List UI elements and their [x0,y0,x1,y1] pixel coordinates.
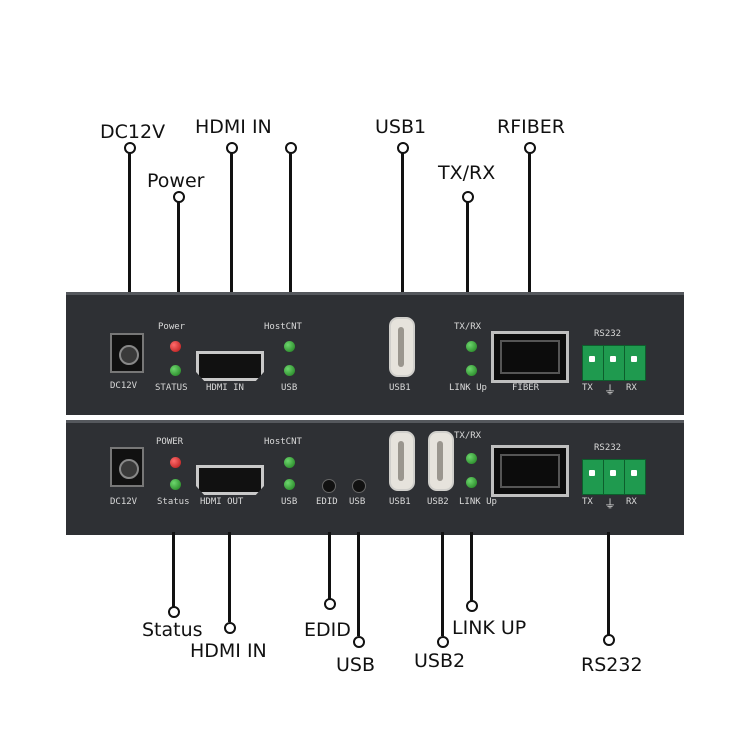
callout-hdmi-in-bottom: HDMI IN [190,640,267,662]
edid-pinhole [322,479,336,493]
callout-dot [324,598,336,610]
callout-usb1: USB1 [375,116,427,138]
label-rx: RX [626,383,637,393]
power-led [170,457,181,468]
usb-led [284,479,295,490]
label-usb: USB [281,497,298,507]
label-usb-small: USB [349,497,366,507]
label-dc12v: DC12V [110,497,138,507]
label-dc12v: DC12V [110,381,138,391]
usb2-port [428,431,454,491]
transmitter-panel: DC12V Power STATUS HDMI IN HostCNT USB U… [66,292,684,415]
callout-line [230,152,233,292]
callout-dot [168,606,180,618]
label-usb2: USB2 [427,497,449,507]
label-link-up: LINK Up [459,497,497,507]
receiver-panel: DC12V POWER Status HDMI OUT HostCNT USB … [66,420,684,535]
callout-dot [466,600,478,612]
ground-icon: ⏚ [604,497,617,511]
callout-status: Status [142,619,203,641]
status-led [170,365,181,376]
callout-line [177,201,180,292]
label-rs232: RS232 [594,443,622,453]
label-usb1: USB1 [389,497,411,507]
label-hostcnt: HostCNT [264,437,302,447]
callout-line [441,532,444,636]
label-hdmi-out: HDMI OUT [200,497,244,507]
callout-line [401,152,404,292]
label-status: STATUS [155,383,188,393]
fiber-sfp-port [491,331,569,383]
label-usb1: USB1 [389,383,411,393]
callout-link-up: LINK UP [452,617,527,639]
callout-line [607,532,610,636]
callout-usb2: USB2 [414,650,466,672]
callout-line [528,152,531,292]
label-usb: USB [281,383,298,393]
label-status: Status [157,497,190,507]
label-power: Power [158,322,186,332]
label-edid: EDID [316,497,338,507]
callout-line [289,152,292,292]
label-link-up: LINK Up [449,383,487,393]
callout-line [172,532,175,608]
callout-line [328,532,331,600]
label-rx: RX [626,497,637,507]
callout-txrx: TX/RX [438,162,496,184]
label-txrx: TX/RX [454,322,482,332]
label-hdmi-in: HDMI IN [206,383,244,393]
callout-dot [224,622,236,634]
callout-usb: USB [336,654,376,676]
ground-icon: ⏚ [604,383,617,397]
txrx-led [466,341,477,352]
link-up-led [466,365,477,376]
label-rs232: RS232 [594,329,622,339]
status-led [170,479,181,490]
power-led [170,341,181,352]
txrx-led [466,453,477,464]
hdmi-out-port [196,465,264,495]
label-tx: TX [582,383,593,393]
callout-line [466,201,469,292]
fiber-sfp-port [491,445,569,497]
callout-hdmi-in-top: HDMI IN [195,116,272,138]
callout-dot [353,636,365,648]
callout-rs232: RS232 [581,654,643,676]
hostcnt-led [284,341,295,352]
dc-power-jack [110,333,144,373]
usb-pinhole [352,479,366,493]
callout-dot [437,636,449,648]
label-power: POWER [156,437,184,447]
dc-power-jack [110,447,144,487]
callout-power: Power [147,170,205,192]
callout-line [470,532,473,602]
hostcnt-led [284,457,295,468]
usb1-port [389,431,415,491]
callout-rfiber: RFIBER [497,116,565,138]
callout-line [228,532,231,622]
callout-line [128,152,131,292]
rs232-terminal-block [582,459,646,495]
hdmi-in-port [196,351,264,381]
label-txrx: TX/RX [454,431,482,441]
link-up-led [466,477,477,488]
usb-led [284,365,295,376]
label-hostcnt: HostCNT [264,322,302,332]
label-tx: TX [582,497,593,507]
callout-edid: EDID [304,619,351,641]
rs232-terminal-block [582,345,646,381]
callout-dc12v: DC12V [100,121,166,143]
callout-dot [603,634,615,646]
callout-line [357,532,360,636]
label-fiber: FIBER [512,383,540,393]
usb1-port [389,317,415,377]
